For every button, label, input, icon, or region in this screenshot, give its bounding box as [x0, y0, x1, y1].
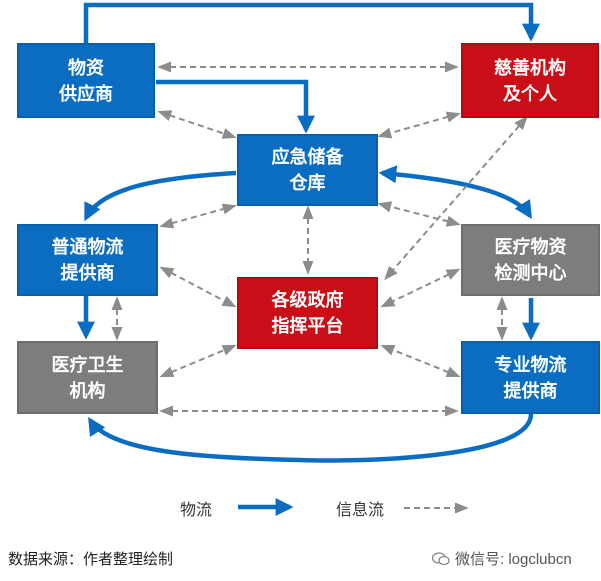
node-general-logistics-line2: 提供商	[60, 263, 115, 283]
flow-supplier-to-warehouse	[156, 79, 315, 134]
node-emergency-warehouse-line1: 应急储备	[271, 147, 344, 167]
node-emergency-warehouse: 应急储备仓库	[237, 134, 378, 206]
info-general-log-warehouse	[159, 203, 237, 229]
node-medical-institution: 医疗卫生机构	[17, 341, 158, 414]
node-general-logistics-line1: 普通物流	[51, 237, 124, 257]
info-general-log-government	[159, 266, 237, 308]
node-pro-logistics-line2: 提供商	[503, 380, 558, 401]
flow-supplier-to-charity-top	[83, 2, 540, 43]
flow-warehouse-to-general-log	[83, 170, 237, 222]
info-pro-log-government	[380, 344, 461, 378]
node-testing-center-line1: 医疗物资	[494, 237, 567, 257]
node-general-logistics: 普通物流提供商	[17, 224, 158, 296]
info-flows	[111, 61, 528, 514]
wechat-watermark: 微信号: logclubcn	[432, 548, 572, 569]
info-testing-warehouse	[377, 201, 461, 227]
node-material-supplier-line2: 供应商	[59, 83, 113, 104]
legend-material-flow-label: 物流	[180, 502, 213, 519]
source-note: 数据来源：作者整理绘制	[8, 551, 174, 568]
node-testing-center: 医疗物资检测中心	[461, 224, 600, 296]
node-pro-logistics-line1: 专业物流	[494, 354, 567, 375]
node-government-platform-line1: 各级政府	[271, 290, 344, 310]
info-supplier-warehouse	[157, 110, 237, 139]
node-charity-line1: 慈善机构	[494, 57, 566, 78]
node-material-supplier-line1: 物资	[68, 57, 104, 78]
legend-info-flow-label: 信息流	[336, 502, 385, 519]
node-emergency-warehouse-line2: 仓库	[289, 173, 326, 193]
node-material-supplier: 物资供应商	[17, 43, 155, 118]
node-government-platform-line2: 指挥平台	[271, 316, 344, 336]
info-medical-government	[159, 344, 237, 378]
node-government-platform: 各级政府指挥平台	[237, 277, 378, 349]
node-medical-institution-line2: 机构	[69, 380, 106, 401]
info-charity-government	[384, 115, 528, 281]
wechat-icon	[432, 551, 450, 565]
node-charity-line2: 及个人	[503, 83, 557, 104]
flow-pro-log-to-medical	[88, 413, 534, 463]
info-testing-government	[380, 268, 461, 308]
wechat-id: 微信号: logclubcn	[455, 551, 572, 568]
node-charity: 慈善机构及个人	[461, 43, 599, 118]
node-testing-center-line2: 检测中心	[494, 263, 567, 283]
info-charity-warehouse	[377, 111, 461, 139]
node-medical-institution-line1: 医疗卫生	[51, 354, 124, 375]
node-pro-logistics: 专业物流提供商	[461, 341, 600, 414]
